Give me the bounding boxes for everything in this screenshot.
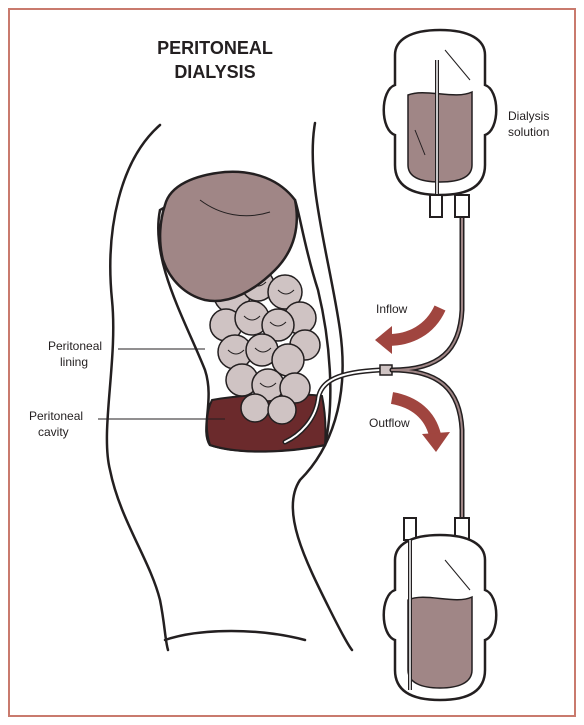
peritoneal-lining-label-2: lining: [60, 355, 88, 369]
peritoneal-lining-label-1: Peritoneal: [48, 339, 102, 353]
dialysis-solution-label-1: Dialysis: [508, 109, 549, 123]
dialysis-solution-label-2: solution: [508, 125, 549, 139]
peritoneal-cavity-label-2: cavity: [38, 425, 69, 439]
drain-bag: [384, 518, 497, 700]
tubing: [392, 215, 462, 528]
dialysis-solution-bag: [384, 30, 497, 217]
title-line-2: DIALYSIS: [174, 62, 255, 82]
outflow-label: Outflow: [369, 416, 410, 430]
inflow-label: Inflow: [376, 302, 408, 316]
title-line-1: PERITONEAL: [157, 38, 273, 58]
peritoneal-cavity-label-1: Peritoneal: [29, 409, 83, 423]
